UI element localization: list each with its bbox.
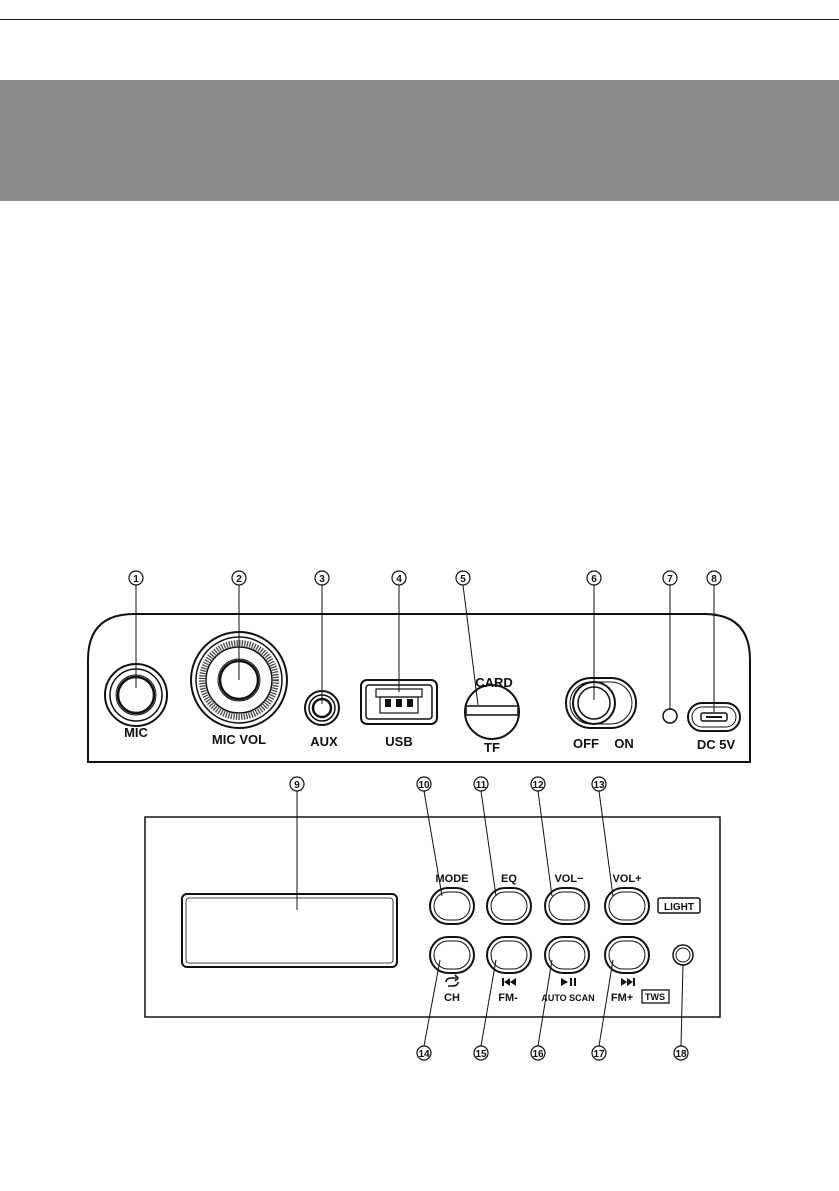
callout-6: 6 [586,570,602,586]
led-indicator [662,708,678,724]
callout-2: 2 [231,570,247,586]
light-label: LIGHT [664,902,694,913]
tf-card-slot [464,684,520,740]
ch-label: CH [444,992,460,1004]
control-panel: 9 10 11 12 13 14 15 16 17 18 MODE EQ VOL… [144,776,721,1061]
usb-port [360,679,438,725]
svg-text:5: 5 [460,574,466,585]
fm-minus-label: FM- [498,992,518,1004]
svg-text:7: 7 [667,574,673,585]
callout-7: 7 [662,570,678,586]
svg-text:3: 3 [319,574,325,585]
svg-text:16: 16 [532,1049,544,1060]
callout-15: 15 [473,1045,489,1061]
callout-10: 10 [416,776,432,792]
svg-text:17: 17 [593,1049,605,1060]
svg-text:14: 14 [418,1049,430,1060]
svg-text:1: 1 [133,574,139,585]
svg-text:13: 13 [593,780,605,791]
mic-jack [104,663,168,727]
eq-label: EQ [501,873,517,885]
play-pause-icon [561,978,576,986]
callout-13: 13 [591,776,607,792]
callout-12: 12 [530,776,546,792]
svg-text:9: 9 [294,780,300,791]
tws-label: TWS [645,992,665,1002]
vol-plus-button[interactable] [604,887,650,925]
svg-text:6: 6 [591,574,597,585]
ch-button[interactable] [429,936,475,974]
dc-5v-port [687,702,741,732]
usb-label: USB [385,734,412,749]
top-panel: 1 2 3 4 5 6 7 8 MIC MIC VOL [87,570,751,763]
aux-label: AUX [310,734,338,749]
next-icon [621,978,635,986]
off-label: OFF [573,736,599,751]
tws-box [641,989,670,1004]
svg-text:8: 8 [711,574,717,585]
auto-scan-label: AUTO SCAN [541,993,594,1003]
callout-1: 1 [128,570,144,586]
mode-button[interactable] [429,887,475,925]
header-rule [0,19,839,20]
vol-minus-label: VOL− [554,873,583,885]
fm-plus-label: FM+ [611,992,633,1004]
aux-jack [304,690,340,726]
ir-receiver [672,944,694,966]
callout-9: 9 [289,776,305,792]
top-callout-lines [135,584,715,712]
vol-minus-button[interactable] [544,887,590,925]
svg-text:18: 18 [675,1049,687,1060]
vol-plus-label: VOL+ [612,873,641,885]
dc-5v-label: DC 5V [697,737,736,752]
fm-plus-button[interactable] [604,936,650,974]
top-panel-outline [87,613,751,763]
callout-14: 14 [416,1045,432,1061]
mode-label: MODE [436,873,469,885]
mic-vol-knob [190,631,288,729]
repeat-icon [445,974,460,987]
light-box [657,897,701,914]
callout-11: 11 [473,776,489,792]
control-panel-outline [144,816,721,1018]
svg-text:4: 4 [396,574,402,585]
callout-16: 16 [530,1045,546,1061]
svg-text:15: 15 [475,1049,487,1060]
auto-scan-button[interactable] [544,936,590,974]
callout-5: 5 [455,570,471,586]
eq-button[interactable] [486,887,532,925]
header-banner [0,80,839,201]
previous-icon [502,978,516,986]
tf-label: TF [484,740,500,755]
mic-label: MIC [124,725,148,740]
card-label: CARD [475,675,513,690]
lcd-display [181,893,398,968]
mic-vol-label: MIC VOL [212,732,266,747]
callout-8: 8 [706,570,722,586]
callout-4: 4 [391,570,407,586]
svg-text:10: 10 [418,780,430,791]
power-switch [565,677,637,729]
svg-text:12: 12 [532,780,544,791]
svg-text:11: 11 [476,780,487,791]
on-label: ON [614,736,634,751]
svg-text:2: 2 [236,574,242,585]
callout-18: 18 [673,1045,689,1061]
control-callout-lines [296,790,684,1047]
callout-17: 17 [591,1045,607,1061]
callout-3: 3 [314,570,330,586]
fm-minus-button[interactable] [486,936,532,974]
